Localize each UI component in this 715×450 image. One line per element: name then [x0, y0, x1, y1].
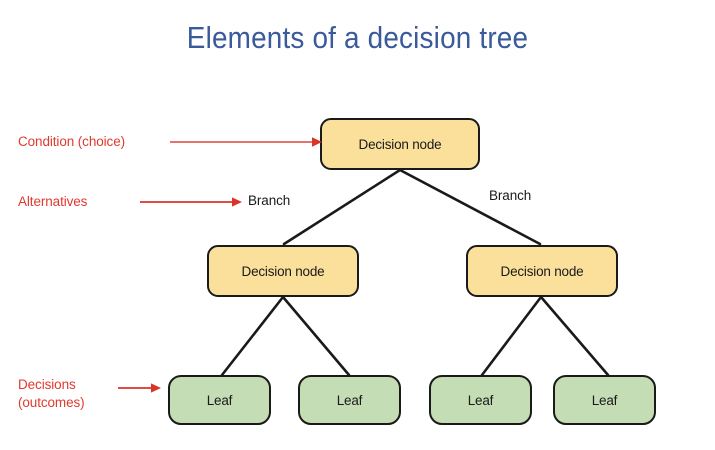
edge-midright-leaf4 [539, 295, 610, 377]
edge-midleft-leaf2 [281, 295, 351, 377]
annotation-alternatives: Alternatives [18, 194, 88, 209]
node-label: Leaf [591, 392, 618, 408]
edge-root-midleft [282, 168, 402, 246]
node-label: Decision node [358, 136, 442, 152]
arrow-condition [170, 137, 322, 147]
node-leaf-3[interactable]: Leaf [429, 375, 532, 425]
annotation-condition: Condition (choice) [18, 134, 126, 149]
node-mid-left-decision[interactable]: Decision node [207, 245, 359, 297]
node-label: Leaf [467, 392, 494, 408]
node-leaf-2[interactable]: Leaf [298, 375, 401, 425]
arrow-alternatives [140, 197, 242, 207]
node-root-decision[interactable]: Decision node [320, 118, 480, 170]
arrow-decisions [118, 383, 161, 393]
node-mid-right-decision[interactable]: Decision node [466, 245, 618, 297]
node-label: Leaf [206, 392, 233, 408]
edge-root-midright [398, 168, 542, 246]
branch-label-left: Branch [248, 193, 291, 208]
annotation-decisions: Decisions (outcomes) [18, 377, 85, 411]
node-label: Decision node [500, 263, 584, 279]
node-label: Decision node [241, 263, 325, 279]
node-leaf-4[interactable]: Leaf [553, 375, 656, 425]
node-label: Leaf [336, 392, 363, 408]
edge-midright-leaf3 [480, 295, 543, 377]
node-leaf-1[interactable]: Leaf [168, 375, 271, 425]
edge-midleft-leaf1 [220, 295, 285, 377]
page-title: Elements of a decision tree [186, 20, 529, 55]
branch-label-right: Branch [489, 188, 532, 203]
